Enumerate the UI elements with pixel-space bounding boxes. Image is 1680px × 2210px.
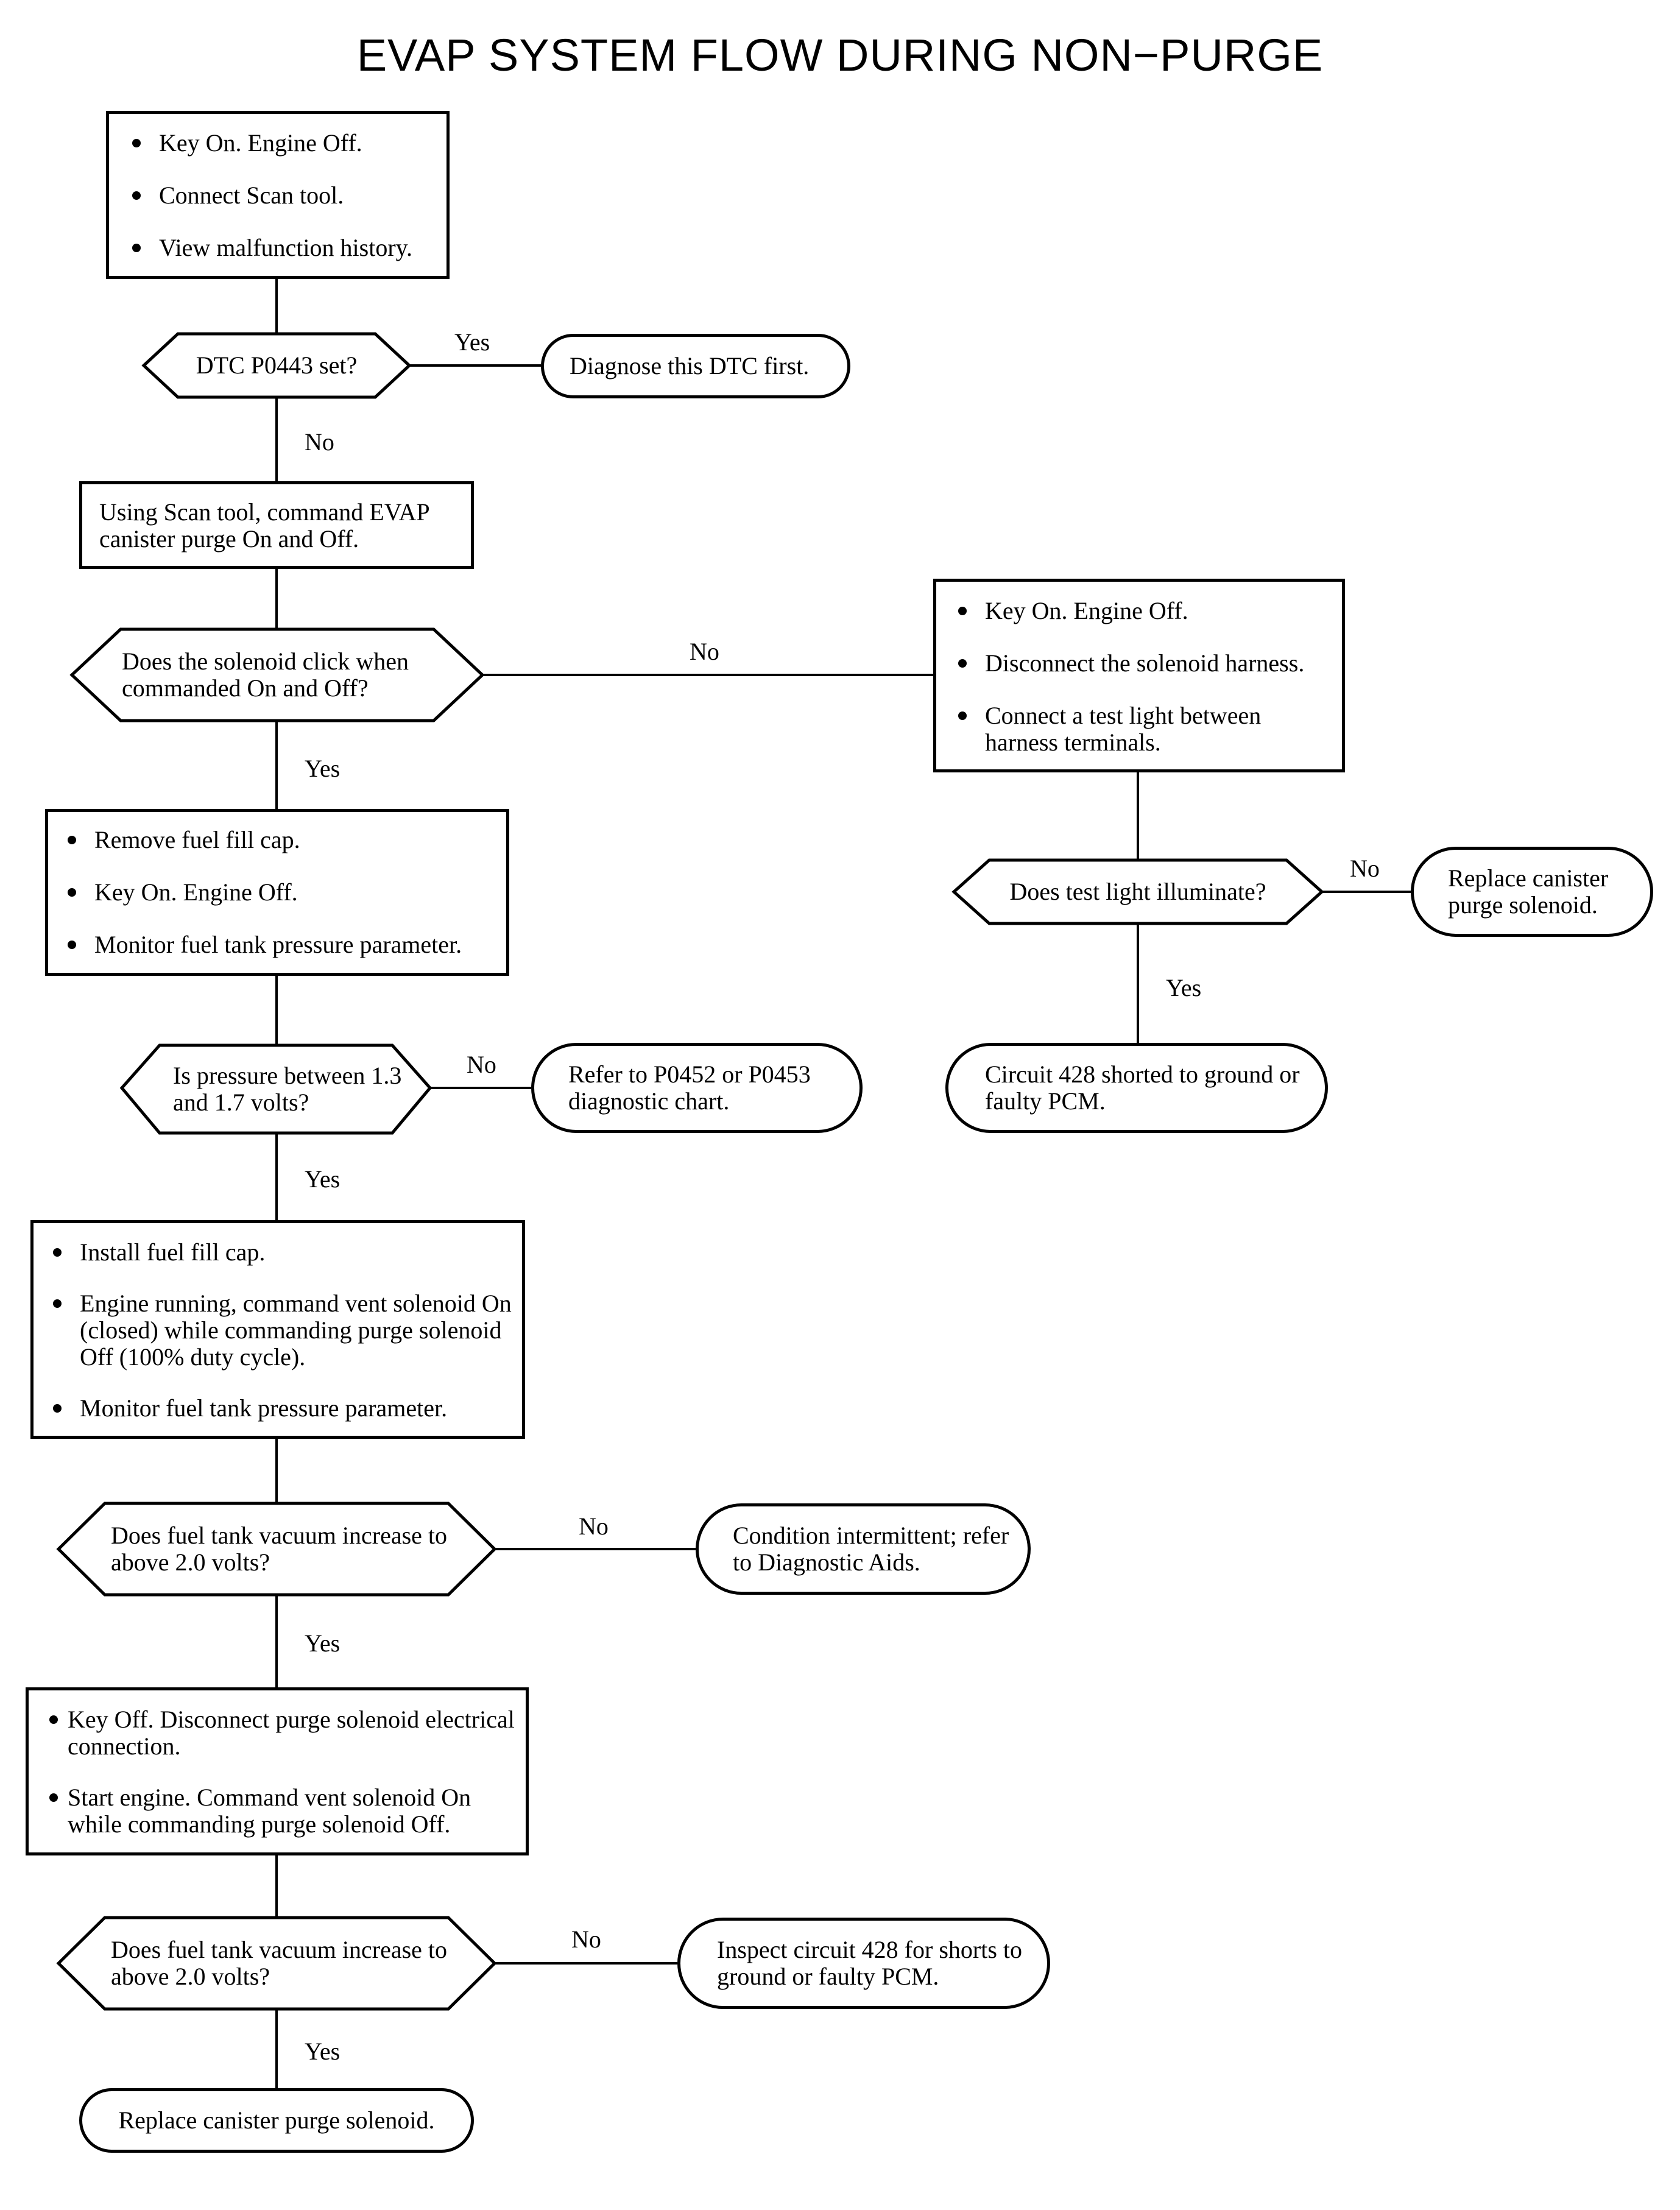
result-right-yes-terminal: Circuit 428 shorted to ground or faulty … xyxy=(945,1043,1328,1133)
result5-terminal: Inspect circuit 428 for shorts to ground… xyxy=(677,1918,1050,2009)
result3-terminal: Refer to P0452 or P0453 diagnostic chart… xyxy=(531,1043,863,1133)
step5-item: Start engine. Command vent solenoid On w… xyxy=(41,1784,517,1838)
step4-item: Monitor fuel tank pressure parameter. xyxy=(44,1395,514,1422)
final-text: Replace canister purge solenoid. xyxy=(118,2106,435,2134)
decision-right: Does test light illuminate? xyxy=(954,860,1322,923)
label-no: No xyxy=(467,1051,496,1078)
decision2: Does the solenoid click when commanded O… xyxy=(122,629,451,721)
result4-terminal: Condition intermittent; refer to Diagnos… xyxy=(696,1503,1031,1595)
decision5-shape xyxy=(56,1916,497,2011)
step1-item: Key On. Engine Off. xyxy=(124,130,446,157)
label-yes: Yes xyxy=(305,2038,341,2065)
result-right-no-text: Replace canister purge solenoid. xyxy=(1448,864,1609,919)
decision-shapes xyxy=(56,332,1324,2011)
decision1-shape xyxy=(141,332,412,399)
result-right-yes-text: Circuit 428 shorted to ground or faulty … xyxy=(985,1061,1300,1115)
label-no: No xyxy=(1350,855,1380,882)
result1-text: Diagnose this DTC first. xyxy=(570,352,810,380)
label-yes: Yes xyxy=(454,328,490,356)
step-right-item: Disconnect the solenoid harness. xyxy=(950,650,1330,677)
decision4-shape xyxy=(56,1502,497,1597)
step1-box: Key On. Engine Off. Connect Scan tool. V… xyxy=(106,111,450,279)
decision3-shape xyxy=(119,1043,432,1135)
decisionright-shape xyxy=(951,858,1324,925)
label-yes: Yes xyxy=(305,755,341,782)
step3-item: Remove fuel fill cap. xyxy=(59,827,500,853)
decision4-text: Does fuel tank vacuum increase to above … xyxy=(111,1522,448,1576)
label-no: No xyxy=(579,1513,609,1540)
step3-item: Monitor fuel tank pressure parameter. xyxy=(59,931,500,958)
step1-item: Connect Scan tool. xyxy=(124,182,446,209)
label-no: No xyxy=(571,1926,601,1953)
step3-box: Remove fuel fill cap. Key On. Engine Off… xyxy=(45,809,509,976)
step1-item: View malfunction history. xyxy=(124,235,446,261)
decision3: Is pressure between 1.3 and 1.7 volts? xyxy=(173,1045,404,1133)
decision-right-text: Does test light illuminate? xyxy=(1009,878,1266,905)
step4-item: Engine running, command vent solenoid On… xyxy=(44,1290,514,1371)
result3-text: Refer to P0452 or P0453 diagnostic chart… xyxy=(568,1061,811,1115)
label-no: No xyxy=(690,638,719,665)
page-title: EVAP SYSTEM FLOW DURING NON−PURGE xyxy=(356,30,1324,80)
step-right-box: Key On. Engine Off. Disconnect the solen… xyxy=(933,579,1345,772)
step2-text: Using Scan tool, command EVAP canister p… xyxy=(99,498,429,552)
step3-item: Key On. Engine Off. xyxy=(59,879,500,906)
final-terminal: Replace canister purge solenoid. xyxy=(79,2088,474,2153)
step2-box: Using Scan tool, command EVAP canister p… xyxy=(79,481,474,569)
decision1: DTC P0443 set? xyxy=(144,334,409,397)
step4-box: Install fuel fill cap. Engine running, c… xyxy=(30,1220,525,1439)
step-right-item: Connect a test light between harness ter… xyxy=(950,702,1330,756)
result4-text: Condition intermittent; refer to Diagnos… xyxy=(733,1522,1009,1576)
result5-text: Inspect circuit 428 for shorts to ground… xyxy=(717,1936,1022,1990)
decision5: Does fuel tank vacuum increase to above … xyxy=(111,1918,452,2009)
step5-item: Key Off. Disconnect purge solenoid elect… xyxy=(41,1706,517,1760)
result1-terminal: Diagnose this DTC first. xyxy=(541,334,850,398)
decision1-text: DTC P0443 set? xyxy=(196,351,358,379)
decision4: Does fuel tank vacuum increase to above … xyxy=(111,1503,452,1595)
decision2-text: Does the solenoid click when commanded O… xyxy=(122,648,409,702)
step4-item: Install fuel fill cap. xyxy=(44,1239,514,1266)
label-yes: Yes xyxy=(1166,974,1202,1001)
label-no: No xyxy=(305,428,334,456)
decision5-text: Does fuel tank vacuum increase to above … xyxy=(111,1936,448,1990)
decision3-text: Is pressure between 1.3 and 1.7 volts? xyxy=(173,1062,402,1116)
label-yes: Yes xyxy=(305,1629,341,1657)
step-right-item: Key On. Engine Off. xyxy=(950,598,1330,624)
step5-box: Key Off. Disconnect purge solenoid elect… xyxy=(26,1687,529,1855)
label-yes: Yes xyxy=(305,1165,341,1193)
connector-lines xyxy=(275,279,1411,2088)
decision2-shape xyxy=(69,627,485,722)
result-right-no-terminal: Replace canister purge solenoid. xyxy=(1411,847,1653,937)
